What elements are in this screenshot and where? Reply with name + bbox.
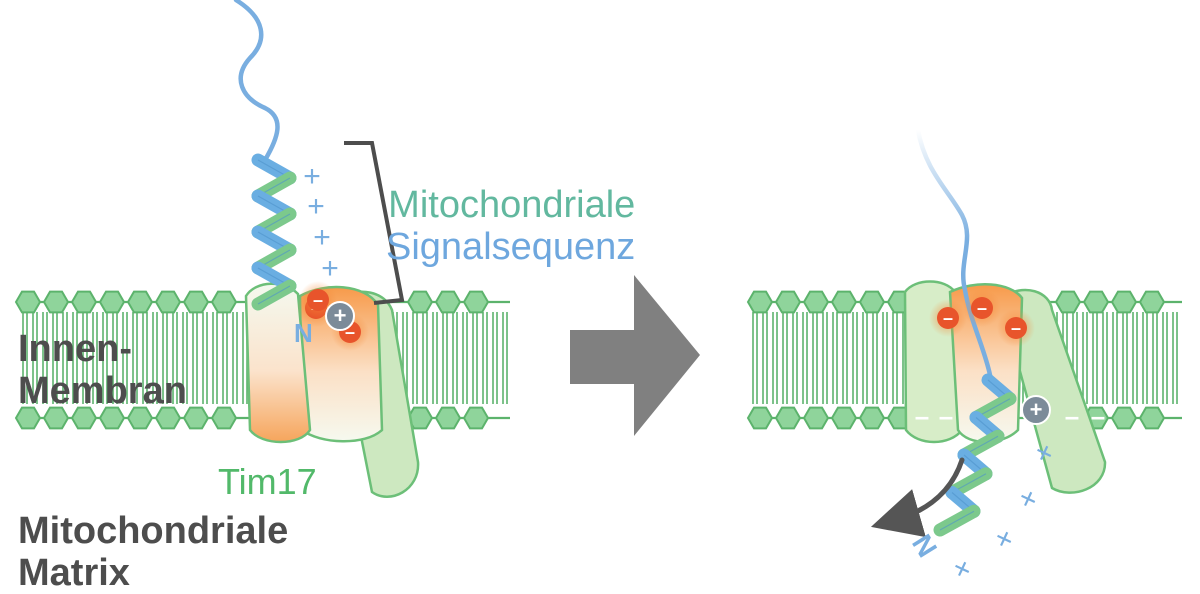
- negative-charge: [971, 297, 993, 319]
- lipid-head: [774, 406, 802, 430]
- positive-charge-symbol: +: [1030, 397, 1043, 422]
- lipid-head: [210, 290, 238, 314]
- membrane-negative-charge: –: [939, 401, 953, 431]
- lipid-head: [70, 290, 98, 314]
- right-unfolded-chain: [915, 127, 993, 378]
- lipid-head: [70, 406, 98, 430]
- right-signal-helix: [933, 373, 1017, 537]
- signal-sequence-label-line2: Signalsequenz: [386, 226, 636, 268]
- lipid-head: [434, 406, 462, 430]
- lipid-head: [802, 290, 830, 314]
- lipid-head: [182, 406, 210, 430]
- left-signal-helix: [251, 153, 297, 311]
- lipid-head: [1138, 290, 1166, 314]
- lipid-head: [858, 406, 886, 430]
- lipid-head: [802, 406, 830, 430]
- matrix-label-line2: Matrix: [18, 552, 130, 594]
- lipid-head: [830, 290, 858, 314]
- matrix-label: Mitochondriale Matrix: [18, 512, 288, 592]
- helix-turn-edge: [939, 510, 975, 531]
- lipid-head: [406, 290, 434, 314]
- signal-positive-charge: +: [1013, 481, 1043, 518]
- negative-charge: [937, 307, 959, 329]
- lipid-head: [210, 406, 238, 430]
- left-membrane-heads-bottom: [14, 406, 510, 430]
- lipid-head: [154, 290, 182, 314]
- negative-charge-symbol: –: [977, 298, 987, 318]
- signal-positive-charge: +: [307, 190, 325, 223]
- left-pore-left-helix: [244, 282, 312, 444]
- membrane-negative-charge: –: [1091, 401, 1105, 431]
- lipid-head: [746, 290, 774, 314]
- lipid-head: [1054, 290, 1082, 314]
- positive-charge: [1021, 395, 1051, 425]
- lipid-head: [858, 290, 886, 314]
- signal-sequence-label-line1: Mitochondriale: [388, 184, 636, 226]
- matrix-label-line1: Mitochondriale: [18, 510, 289, 552]
- lipid-head: [98, 290, 126, 314]
- signal-positive-charge: +: [947, 551, 977, 588]
- left-signal-peptide: [233, 0, 297, 311]
- left-unfolded-chain: [233, 0, 280, 163]
- negative-charge-symbol: –: [1011, 318, 1021, 338]
- lipid-head: [182, 290, 210, 314]
- lipid-head: [126, 290, 154, 314]
- lipid-head: [42, 406, 70, 430]
- negative-charge: [1005, 317, 1027, 339]
- lipid-head: [126, 406, 154, 430]
- negative-charge-symbol: –: [313, 290, 323, 310]
- lipid-head: [462, 406, 490, 430]
- signal-positive-charge: +: [321, 252, 339, 285]
- lipid-head: [830, 406, 858, 430]
- inner-membrane-label-line2: Membran: [18, 370, 187, 412]
- lipid-head: [462, 290, 490, 314]
- negative-charge: [307, 289, 329, 311]
- signal-positive-charge: +: [989, 521, 1019, 558]
- lipid-head: [1110, 406, 1138, 430]
- negative-charge-symbol: –: [345, 322, 355, 342]
- lipid-head: [774, 290, 802, 314]
- positive-charge-symbol: +: [334, 303, 347, 328]
- lipid-head: [14, 290, 42, 314]
- lipid-head: [14, 406, 42, 430]
- lipid-head: [98, 406, 126, 430]
- membrane-negative-charge: –: [1065, 401, 1079, 431]
- lipid-head: [42, 290, 70, 314]
- signal-sequence-bracket: [344, 141, 405, 305]
- positive-charge: [325, 301, 355, 331]
- left-membrane-heads-top: [14, 290, 510, 314]
- n-terminus-left: N: [294, 318, 313, 348]
- lipid-head: [1110, 290, 1138, 314]
- signal-positive-charge: +: [303, 160, 321, 193]
- lipid-head: [154, 406, 182, 430]
- signal-sequence-label: Mitochondriale Signalsequenz: [386, 186, 635, 266]
- lipid-head: [1082, 290, 1110, 314]
- lipid-head: [1138, 406, 1166, 430]
- lipid-head: [746, 406, 774, 430]
- tim17-label: Tim17: [218, 461, 317, 502]
- negative-charge-symbol: –: [943, 308, 953, 328]
- membrane-negative-charge: –: [915, 401, 929, 431]
- helix-turn-edge: [257, 285, 291, 305]
- charges: –––+++++–––+++++––––: [297, 160, 1105, 588]
- inner-membrane-label-line1: Innen-: [18, 328, 132, 370]
- exit-direction-arrow: [870, 457, 965, 538]
- right-signal-peptide: [915, 127, 1017, 537]
- inner-membrane-label: Innen- Membran: [18, 330, 187, 410]
- signal-positive-charge: +: [313, 221, 331, 254]
- transition-arrow: [570, 275, 700, 436]
- lipid-head: [434, 290, 462, 314]
